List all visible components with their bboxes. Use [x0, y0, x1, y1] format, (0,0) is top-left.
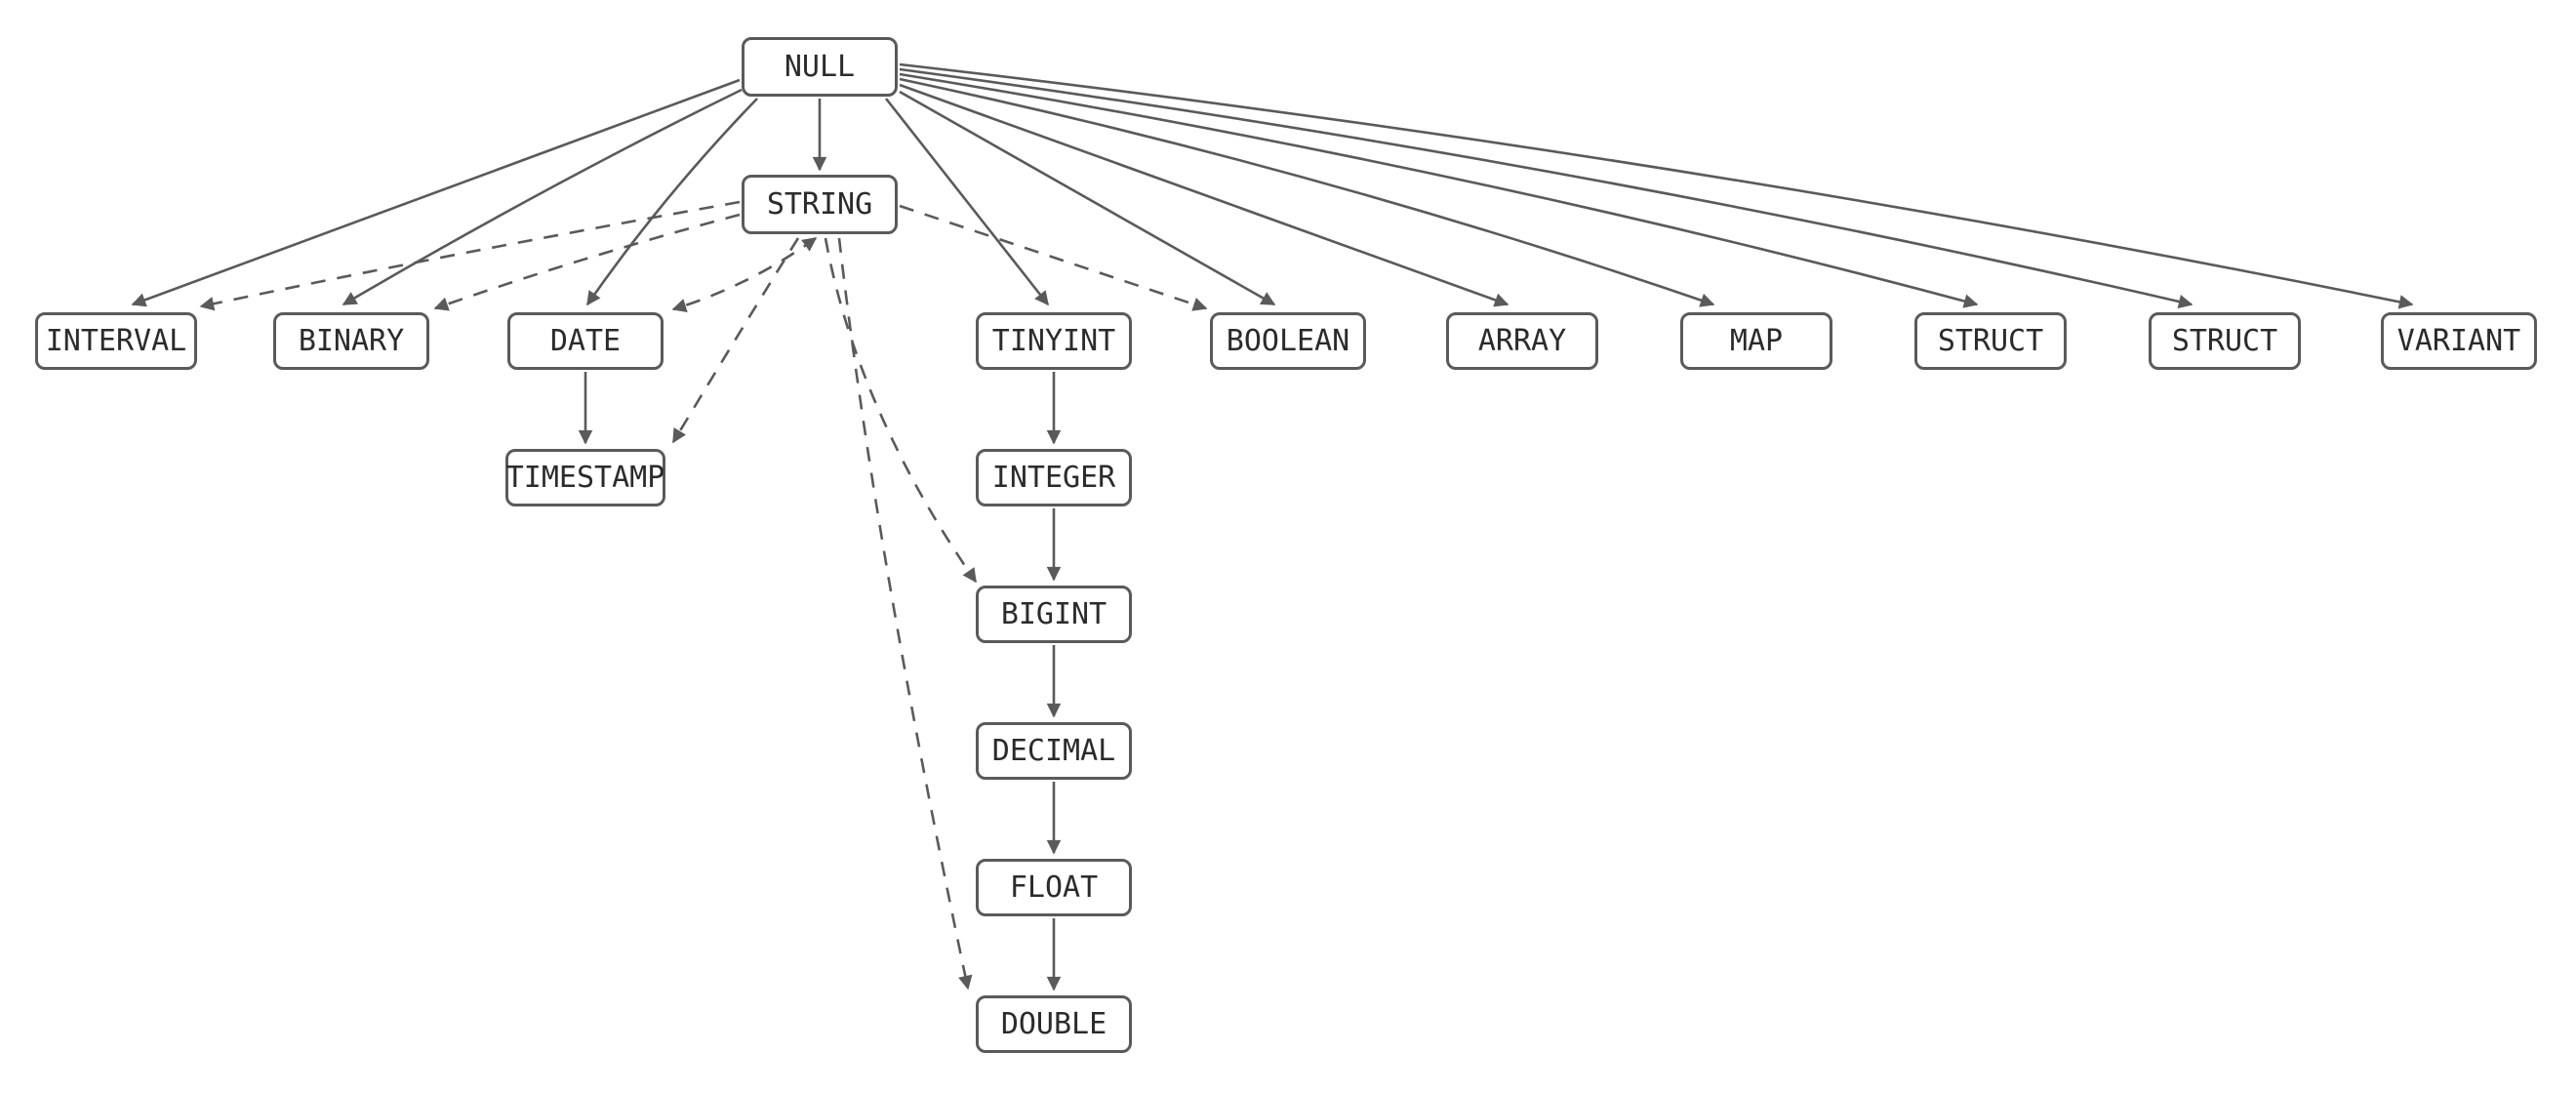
node-label: STRING: [766, 187, 873, 222]
node-boolean: BOOLEAN: [1210, 312, 1366, 370]
node-tinyint: TINYINT: [976, 312, 1132, 370]
node-null: NULL: [742, 37, 898, 97]
node-double: DOUBLE: [976, 995, 1132, 1053]
edge-null-binary: [342, 88, 743, 306]
node-label: VARIANT: [2396, 324, 2521, 358]
node-float: FLOAT: [976, 859, 1132, 916]
edge-string-date: [671, 236, 818, 313]
node-struct1: STRUCT: [1914, 312, 2067, 370]
edge-null-variant: [899, 62, 2414, 309]
node-decimal: DECIMAL: [976, 722, 1132, 780]
node-label: BIGINT: [1000, 597, 1107, 631]
node-label: INTEGER: [991, 461, 1116, 495]
edge-null-boolean: [899, 90, 1276, 306]
node-map: MAP: [1680, 312, 1832, 370]
node-bigint: BIGINT: [976, 586, 1132, 643]
node-label: BINARY: [298, 324, 405, 358]
node-integer: INTEGER: [976, 449, 1132, 506]
edge-null-array: [899, 83, 1509, 307]
edge-string-bigint: [824, 237, 978, 584]
node-binary: BINARY: [273, 312, 429, 370]
node-label: STRUCT: [1937, 324, 2044, 358]
edge-null-struct1: [899, 72, 1979, 308]
edge-string-double: [837, 237, 973, 991]
edges-group: [131, 62, 2414, 992]
edge-string-binary: [433, 213, 741, 311]
edge-string-timestamp: [671, 237, 800, 444]
node-label: DOUBLE: [1000, 1007, 1107, 1041]
node-struct2: STRUCT: [2149, 312, 2301, 370]
node-interval: INTERVAL: [35, 312, 197, 370]
node-label: INTERVAL: [45, 324, 187, 358]
edge-null-struct2: [899, 67, 2194, 309]
node-label: STRUCT: [2171, 324, 2278, 358]
node-label: TINYINT: [991, 324, 1116, 358]
edge-string-interval: [199, 200, 741, 311]
edge-null-map: [899, 77, 1715, 307]
node-label: FLOAT: [1009, 870, 1099, 905]
edge-null-tinyint: [884, 98, 1050, 306]
node-label: MAP: [1729, 324, 1784, 358]
node-timestamp: TIMESTAMP: [505, 449, 665, 506]
node-label: BOOLEAN: [1226, 324, 1350, 358]
node-variant: VARIANT: [2381, 312, 2537, 370]
edge-null-date: [585, 98, 758, 306]
node-label: DECIMAL: [991, 734, 1116, 768]
node-label: DATE: [549, 324, 622, 358]
node-label: ARRAY: [1477, 324, 1567, 358]
node-date: DATE: [507, 312, 664, 370]
node-label: TIMESTAMP: [505, 461, 665, 495]
edge-null-interval: [131, 78, 741, 307]
node-label: NULL: [784, 50, 856, 84]
node-string: STRING: [742, 175, 898, 234]
node-array: ARRAY: [1446, 312, 1598, 370]
edge-string-boolean: [899, 204, 1208, 311]
